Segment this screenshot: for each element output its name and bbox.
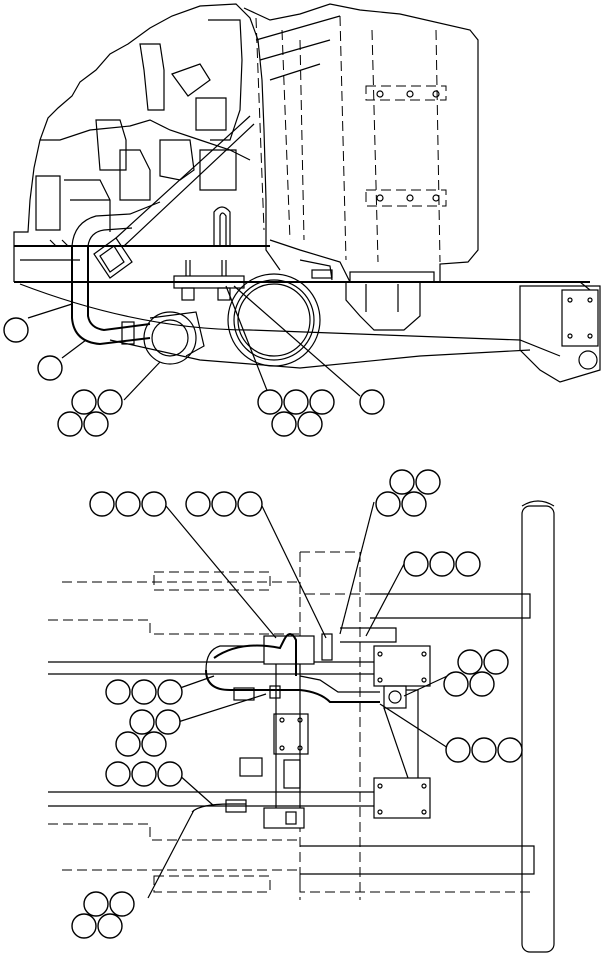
frame-rail-left-top	[48, 661, 380, 675]
callout-balloon[interactable]	[309, 389, 335, 415]
callout-balloon[interactable]	[97, 913, 123, 939]
side-view-leaders	[27, 285, 361, 401]
frame-rail-left-bottom	[48, 791, 380, 807]
callout-balloon[interactable]	[155, 709, 181, 735]
callout-balloon[interactable]	[109, 891, 135, 917]
callout-balloon[interactable]	[429, 551, 455, 577]
callout-balloon[interactable]	[105, 679, 131, 705]
elbow-fitting	[143, 311, 205, 365]
callout-balloon[interactable]	[237, 491, 263, 517]
callout-balloon[interactable]	[115, 491, 141, 517]
side-view	[13, 3, 601, 383]
center-bracket	[233, 633, 333, 829]
radiator-housing	[243, 3, 479, 283]
callout-balloon[interactable]	[83, 411, 109, 437]
fan-pulley	[227, 273, 321, 367]
callout-balloon[interactable]	[297, 411, 323, 437]
callout-balloon[interactable]	[283, 389, 309, 415]
callout-balloon[interactable]	[115, 731, 141, 757]
callout-balloon[interactable]	[71, 389, 97, 415]
callout-balloon[interactable]	[211, 491, 237, 517]
callout-balloon[interactable]	[483, 649, 509, 675]
callout-balloon[interactable]	[389, 469, 415, 495]
sensor-bracket	[93, 115, 255, 279]
callout-balloon[interactable]	[71, 913, 97, 939]
callout-balloon[interactable]	[141, 491, 167, 517]
coolant-hose	[71, 246, 151, 346]
callout-balloon[interactable]	[271, 411, 297, 437]
callout-balloon[interactable]	[129, 709, 155, 735]
callout-balloon[interactable]	[3, 317, 29, 343]
callout-balloon[interactable]	[443, 671, 469, 697]
u-bolt-mount	[173, 206, 245, 301]
engine-outline	[13, 3, 281, 282]
top-view	[48, 500, 555, 953]
callout-balloon[interactable]	[359, 389, 385, 415]
callout-balloon[interactable]	[157, 679, 183, 705]
callout-balloon[interactable]	[141, 731, 167, 757]
callout-balloon[interactable]	[455, 551, 481, 577]
side-view-callouts	[3, 317, 385, 437]
callout-balloon[interactable]	[105, 761, 131, 787]
callout-balloon[interactable]	[57, 411, 83, 437]
front-crossmember	[521, 505, 555, 953]
coolant-hose-top	[205, 669, 380, 703]
callout-balloon[interactable]	[403, 551, 429, 577]
radiator-lower-tank	[345, 281, 421, 331]
callout-balloon[interactable]	[257, 389, 283, 415]
top-view-callouts	[71, 469, 523, 939]
callout-balloon[interactable]	[131, 761, 157, 787]
callout-balloon[interactable]	[445, 737, 471, 763]
callout-balloon[interactable]	[469, 671, 495, 697]
callout-balloon[interactable]	[131, 679, 157, 705]
callout-balloon[interactable]	[83, 891, 109, 917]
callout-balloon[interactable]	[375, 491, 401, 517]
callout-balloon[interactable]	[97, 389, 123, 415]
callout-balloon[interactable]	[415, 469, 441, 495]
callout-balloon[interactable]	[457, 649, 483, 675]
top-view-leaders	[147, 501, 457, 899]
callout-balloon[interactable]	[89, 491, 115, 517]
callout-balloon[interactable]	[157, 761, 183, 787]
callout-balloon[interactable]	[185, 491, 211, 517]
callout-balloon[interactable]	[471, 737, 497, 763]
callout-balloon[interactable]	[401, 491, 427, 517]
callout-balloon[interactable]	[497, 737, 523, 763]
tow-hook	[519, 285, 601, 383]
callout-balloon[interactable]	[37, 355, 63, 381]
